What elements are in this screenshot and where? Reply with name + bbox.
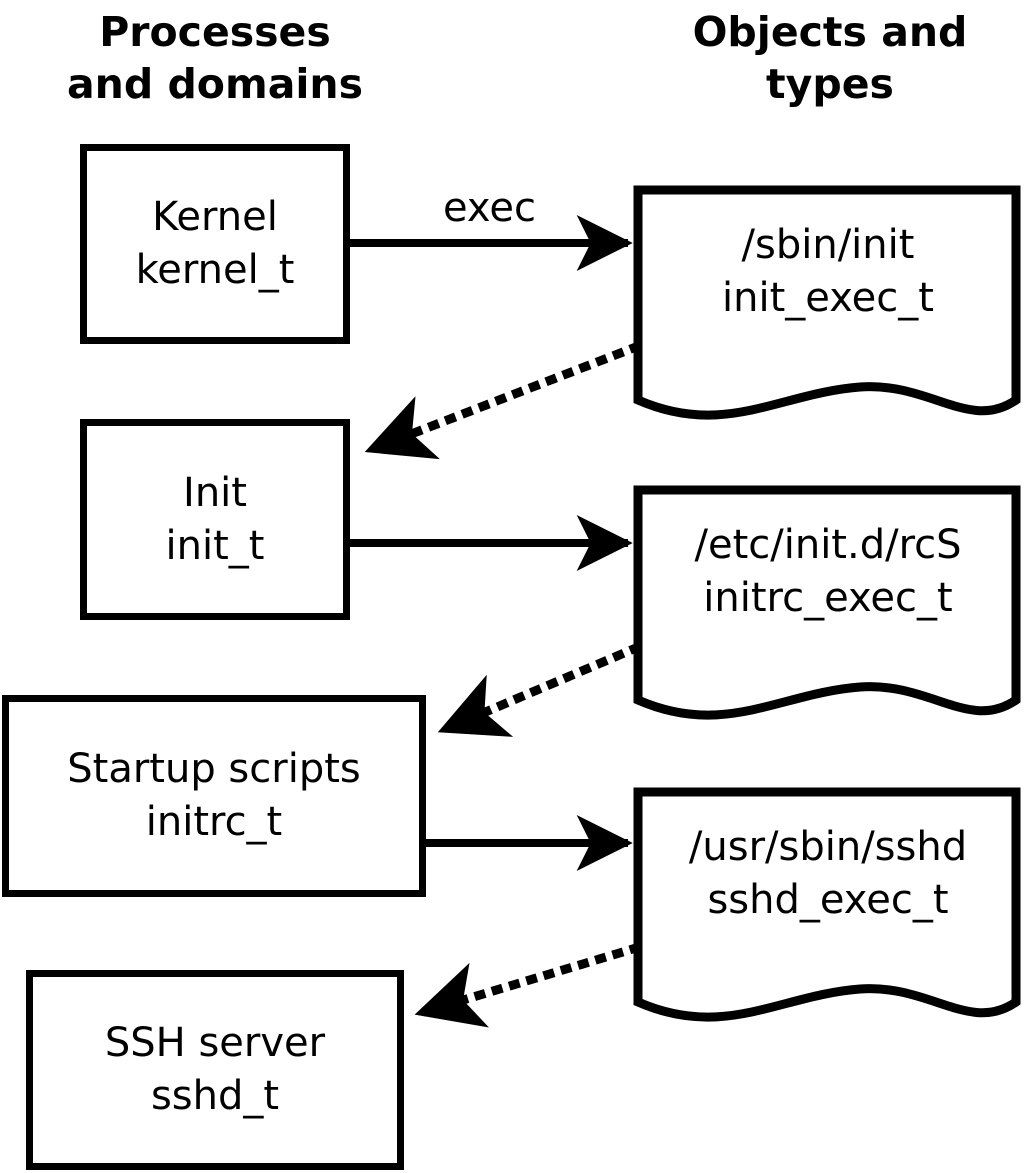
process-box-init-label: Init init_t [165, 469, 265, 569]
process-box-startup-scripts[interactable]: Startup scripts initrc_t [2, 695, 426, 897]
object-doc-initrc-exec[interactable] [630, 482, 1024, 744]
object-doc-init-exec-label: /sbin/init init_exec_t [722, 222, 934, 321]
process-box-startup-scripts-label: Startup scripts initrc_t [67, 746, 361, 845]
edge-init-exec-transition [364, 341, 642, 460]
edge-sshd-exec-transition [414, 942, 642, 1028]
process-box-kernel-label: Kernel kernel_t [135, 194, 295, 293]
process-box-ssh-server[interactable]: SSH server sshd_t [26, 970, 404, 1170]
object-doc-sshd-exec[interactable] [630, 784, 1024, 1046]
object-doc-sshd-exec-label: /usr/sbin/sshd sshd_exec_t [688, 824, 968, 923]
edge-initrc-exec-transition [437, 642, 642, 737]
process-box-init[interactable]: Init init_t [80, 419, 350, 620]
column-title-processes: Processes and domains [66, 8, 364, 108]
column-title-objects: Objects and types [692, 8, 968, 108]
object-doc-initrc-exec-label: /etc/init.d/rcS initrc_exec_t [694, 522, 962, 621]
process-box-kernel[interactable]: Kernel kernel_t [80, 144, 350, 344]
object-doc-init-exec[interactable] [630, 182, 1024, 444]
edge-label-exec: exec [443, 185, 536, 231]
process-box-ssh-server-label: SSH server sshd_t [104, 1020, 326, 1119]
